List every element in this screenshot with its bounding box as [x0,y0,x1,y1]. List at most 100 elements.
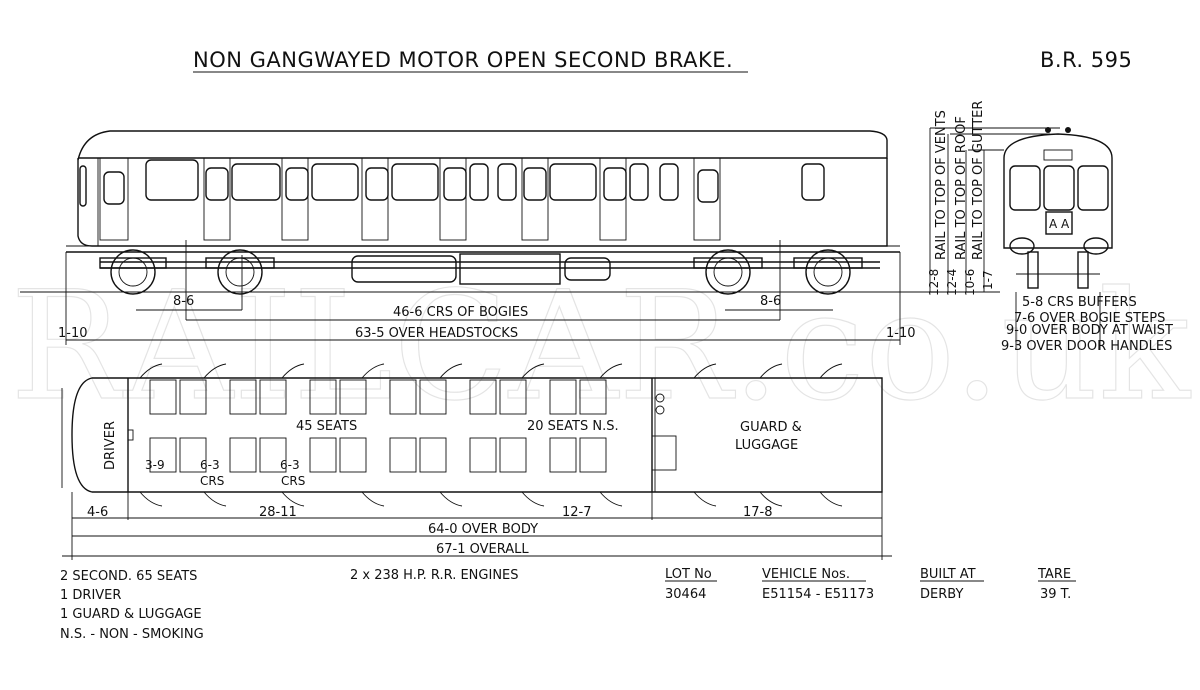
hdr-tare: TARE [1037,567,1071,582]
dim-crs-buffers: 5-8 CRS BUFFERS [1022,295,1137,310]
door-swing [439,491,463,507]
door-swing [819,363,843,379]
plan-doors [139,363,843,507]
val-vehicle: E51154 - E51173 [762,587,874,602]
bogie-wheel [705,249,751,295]
dim-over-body: 64-0 OVER BODY [428,522,538,537]
side-door [99,157,129,241]
door-swing [281,491,305,507]
dim-section-2: 12-7 [562,505,592,520]
seat-bay [229,437,257,473]
seat-bay [579,379,607,415]
side-door [599,157,627,241]
bogie-wheel [217,249,263,295]
dim-6-3-b: 6-3 [280,458,300,472]
side-window [365,167,389,201]
seat-bay [469,379,497,415]
side-window [603,167,627,201]
engines-note: 2 x 238 H.P. R.R. ENGINES [350,568,519,583]
door-swing [599,363,623,379]
seat-bay [389,437,417,473]
bogie-wheel [805,249,851,295]
dim-bogie-wb-right: 8-6 [760,294,781,309]
fuel-tank [351,255,457,283]
bogie-frame [99,257,167,269]
side-window [311,163,359,201]
watermark: RAILCAR.co.uk [10,260,1191,434]
note-4: N.S. - NON - SMOKING [60,627,204,642]
note-2: 1 DRIVER [60,588,121,603]
dim-section-1: 28-11 [259,505,297,520]
val-lot: 30464 [665,587,706,602]
diagram-number: B.R. 595 [1040,48,1132,72]
door-swing [759,491,783,507]
label-rail-roof: RAIL TO TOP OF ROOF [954,116,969,260]
label-driver: DRIVER [103,421,118,470]
door-swing [439,363,463,379]
plan-dimensions: 4-6 28-11 12-7 17-8 64-0 OVER BODY 67-1 … [62,492,892,560]
engine-block [459,253,561,285]
label-luggage: LUGGAGE [735,438,798,453]
seat-bay [259,437,287,473]
seat-bay [549,437,577,473]
bogies [99,249,863,295]
seat-bay [179,379,207,415]
door-swing [819,491,843,507]
dim-3-9: 3-9 [145,458,165,472]
dim-h-vents: 12-8 [927,269,941,296]
label-guard: GUARD & [740,420,802,435]
side-door [361,157,389,241]
dim-bogie-wb-left: 8-6 [173,294,194,309]
side-window [391,163,439,201]
dim-waist: 9-0 OVER BODY AT WAIST [1006,323,1173,338]
seat-bay [339,437,367,473]
side-door [693,157,721,241]
side-doors [99,157,721,241]
door-swing [203,491,227,507]
val-tare: 39 T. [1040,587,1071,602]
dim-overhang-right: 1-10 [886,326,916,341]
side-door [521,157,549,241]
side-window [659,163,679,201]
seat-bay [149,437,177,473]
seat-bay [389,379,417,415]
side-window [231,163,281,201]
seat-bay [499,437,527,473]
seat-bay [309,437,337,473]
bogie-frame [205,257,275,269]
side-window [801,163,825,201]
side-door [439,157,467,241]
door-swing [203,363,227,379]
notes: 2 SECOND. 65 SEATS 1 DRIVER 1 GUARD & LU… [60,568,519,642]
side-windows [103,159,825,205]
bogie-frame [793,257,863,269]
seat-bay [579,437,607,473]
side-window [697,169,719,203]
dim-overall: 67-1 OVERALL [436,542,529,557]
side-window [145,159,199,201]
dim-door-handles: 9-3 OVER DOOR HANDLES [1001,339,1172,354]
hdr-vehicle: VEHICLE Nos. [762,567,850,582]
dim-cab: 4-6 [87,505,108,520]
side-window [629,163,649,201]
seat-bay [149,379,177,415]
side-dimensions: 8-6 8-6 46-6 CRS OF BOGIES 63-5 OVER HEA… [58,240,916,345]
seat-bay [499,379,527,415]
door-swing [139,363,163,379]
door-swing [521,491,545,507]
side-window [469,163,489,201]
side-window [285,167,309,201]
side-door [281,157,309,241]
lot-table: LOT No VEHICLE Nos. BUILT AT TARE 30464 … [665,567,1076,602]
door-swing [599,491,623,507]
dim-crs-a: CRS [200,474,224,488]
door-swing [521,363,545,379]
door-swing [693,491,717,507]
floor-plan: DRIVER 45 SEATS 20 SEATS N.S. GUARD & LU… [61,363,883,507]
dim-h-gutter: 10-6 [963,269,977,296]
side-window [523,167,547,201]
note-3: 1 GUARD & LUGGAGE [60,607,202,622]
plan-seats [149,379,607,473]
